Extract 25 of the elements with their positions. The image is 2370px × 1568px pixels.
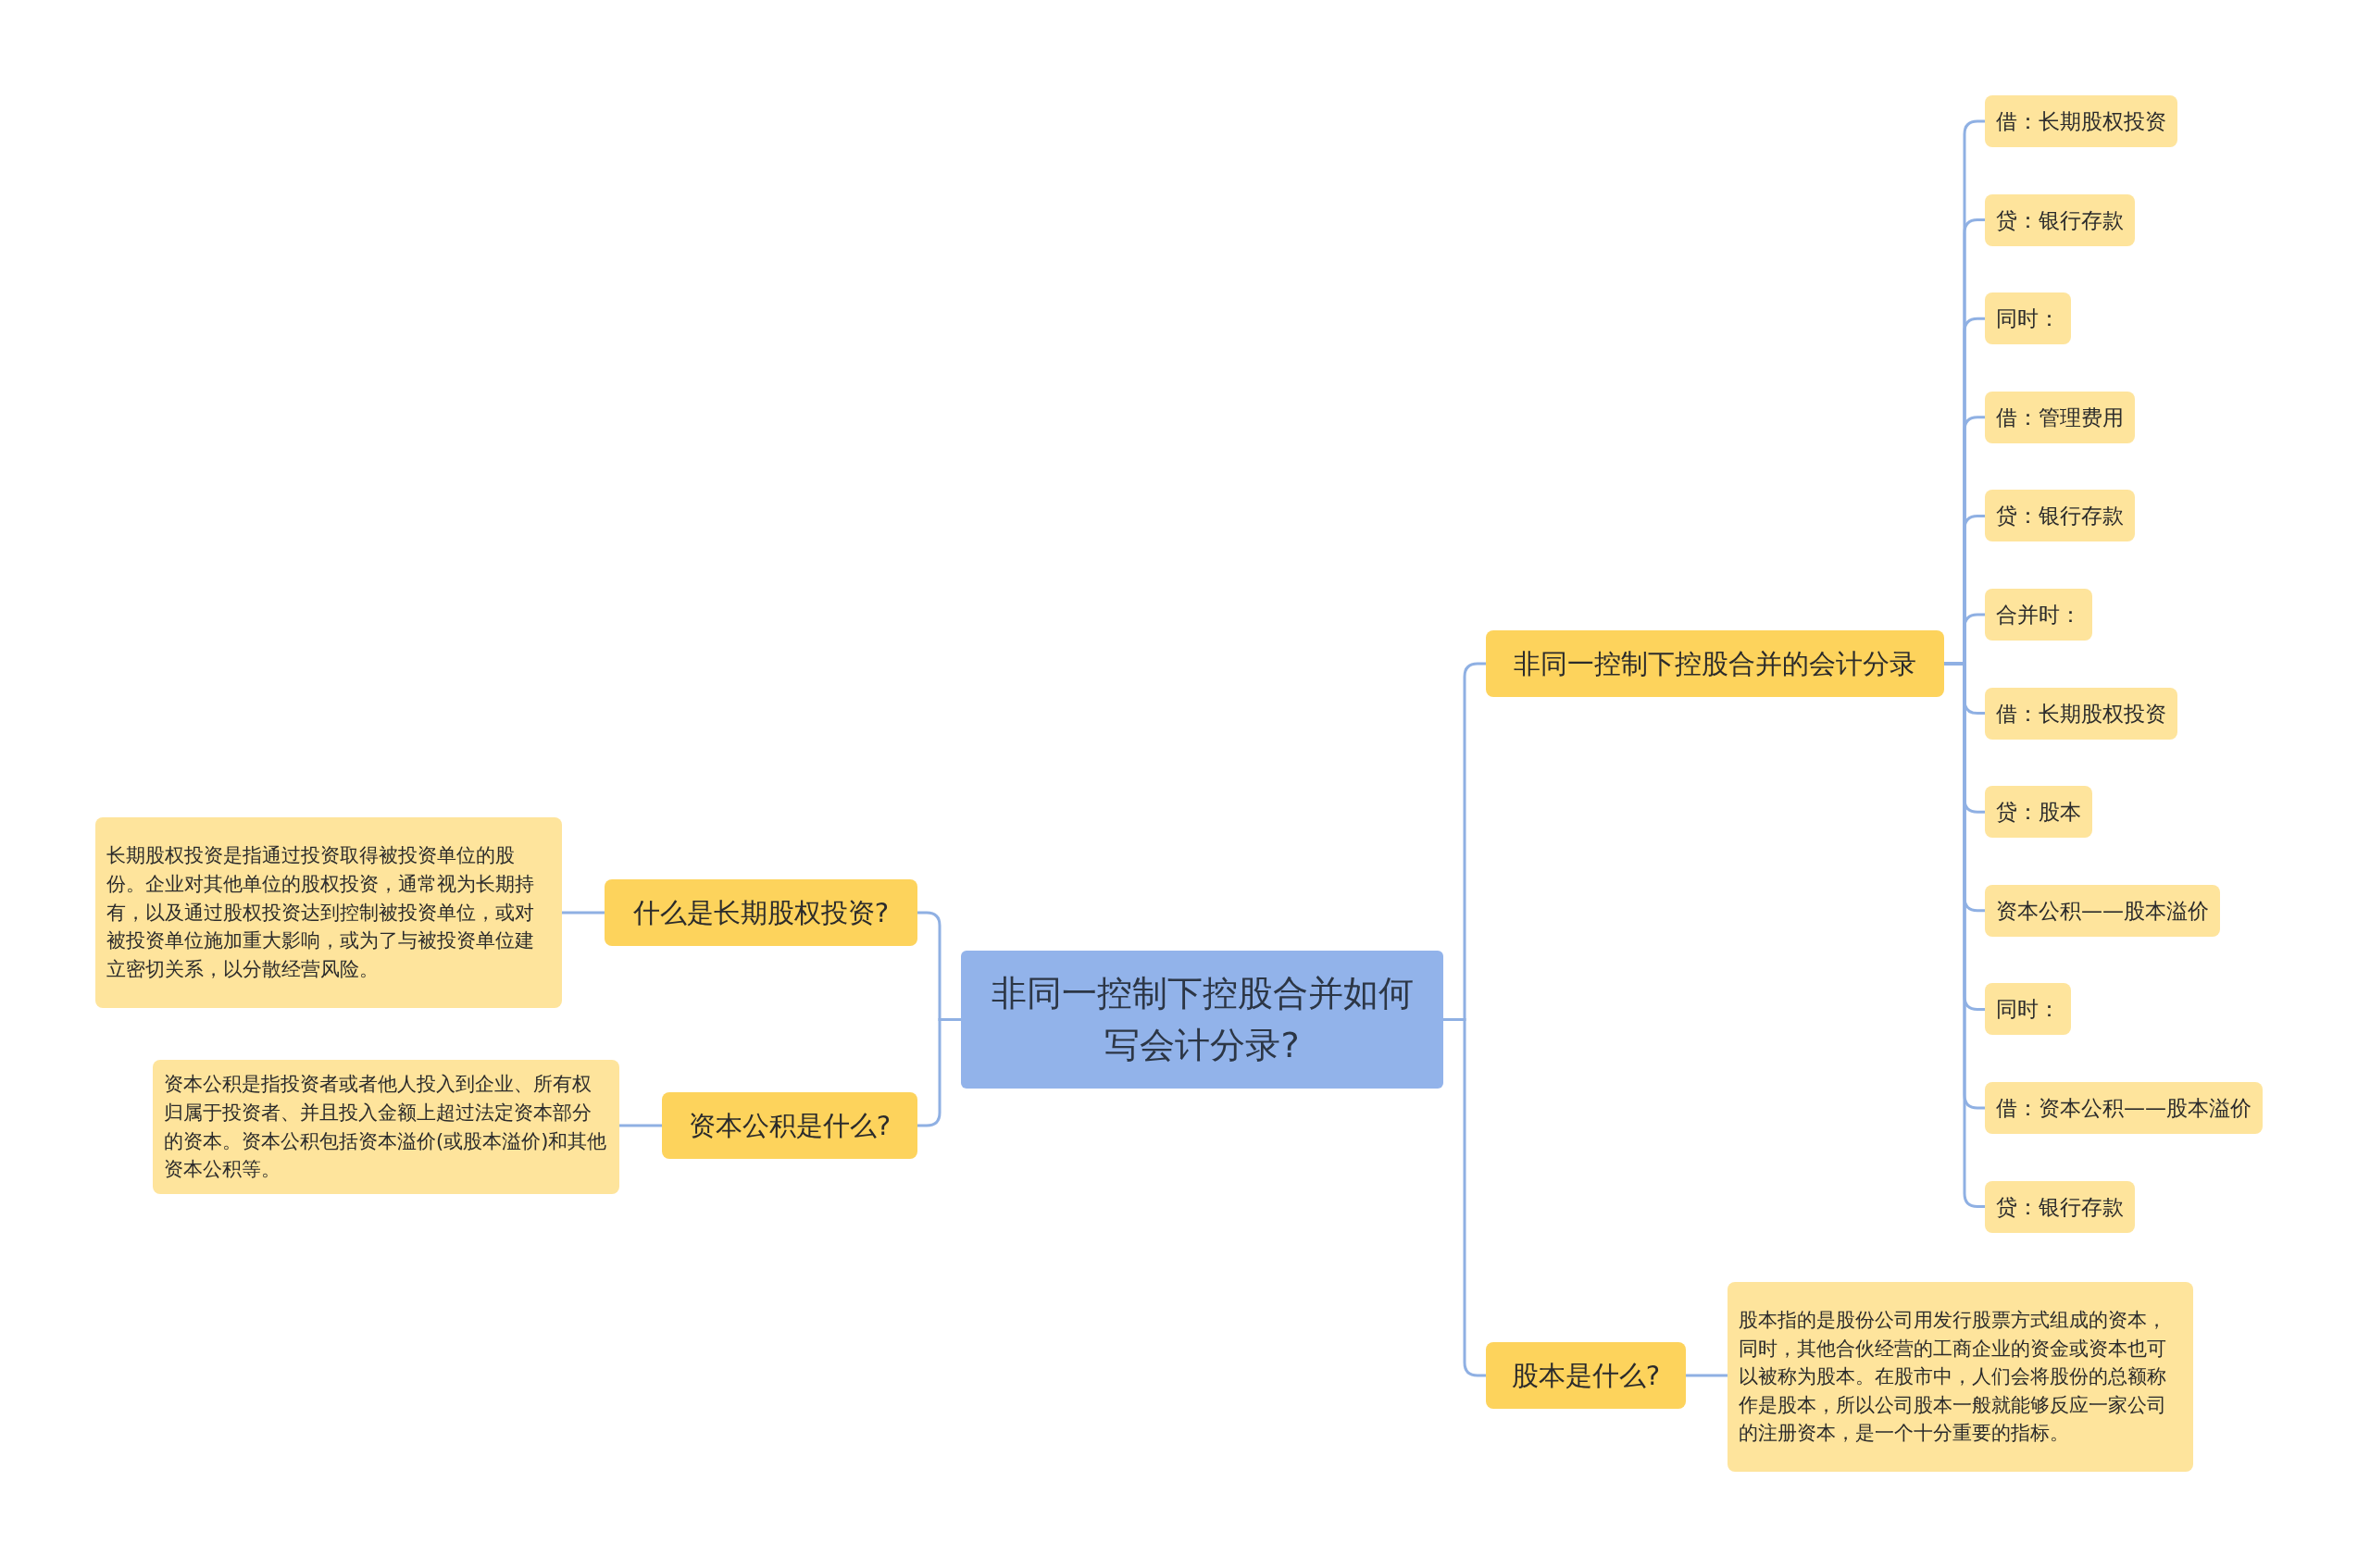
root-topic: 非同一控制下控股合并如何写会计分录? bbox=[961, 951, 1443, 1089]
description-note: 长期股权投资是指通过投资取得被投资单位的股份。企业对其他单位的股权投资，通常视为长期持有，以及通过股权投资达到控制被投资单位，或对被投资单位施加重大影响，或为了与被投资单位建立密切关系，以分散经营风险。 bbox=[95, 817, 562, 1008]
entry-topic: 资本公积——股本溢价 bbox=[1985, 884, 2220, 937]
connector bbox=[619, 1124, 662, 1127]
entry-topic: 同时： bbox=[1985, 983, 2071, 1036]
entry-topic: 借：资本公积——股本溢价 bbox=[1985, 1082, 2263, 1134]
branch-topic: 什么是长期股权投资? bbox=[605, 879, 917, 946]
entry-topic: 贷：银行存款 bbox=[1985, 193, 2135, 246]
branch-topic: 资本公积是什么? bbox=[662, 1092, 917, 1159]
connector bbox=[562, 911, 605, 915]
entry-topic: 借：长期股权投资 bbox=[1985, 687, 2177, 740]
branch-topic: 非同一控制下控股合并的会计分录 bbox=[1486, 630, 1944, 697]
entry-topic: 贷：银行存款 bbox=[1985, 490, 2135, 542]
connector bbox=[1443, 1018, 1486, 1377]
description-note: 股本指的是股份公司用发行股票方式组成的资本，同时，其他合伙经营的工商企业的资金或资本也可以被称为股本。在股市中，人们会将股份的总额称作是股本，所以公司股本一般就能够反应一家公司的注册资本，是一个十分重要的指标。 bbox=[1728, 1282, 2193, 1472]
entry-topic: 借：长期股权投资 bbox=[1985, 95, 2177, 147]
connector bbox=[1686, 1374, 1728, 1377]
description-note: 资本公积是指投资者或者他人投入到企业、所有权归属于投资者、并且投入金额上超过法定资本部分的资本。资本公积包括资本溢价(或股本溢价)和其他资本公积等。 bbox=[153, 1060, 619, 1194]
connector bbox=[917, 1018, 961, 1127]
branch-topic: 股本是什么? bbox=[1486, 1342, 1686, 1409]
entry-topic: 贷：股本 bbox=[1985, 786, 2092, 839]
entry-topic: 贷：银行存款 bbox=[1985, 1180, 2135, 1233]
entry-topic: 借：管理费用 bbox=[1985, 391, 2135, 443]
entry-topic: 同时： bbox=[1985, 292, 2071, 345]
entry-topic: 合并时： bbox=[1985, 589, 2092, 641]
